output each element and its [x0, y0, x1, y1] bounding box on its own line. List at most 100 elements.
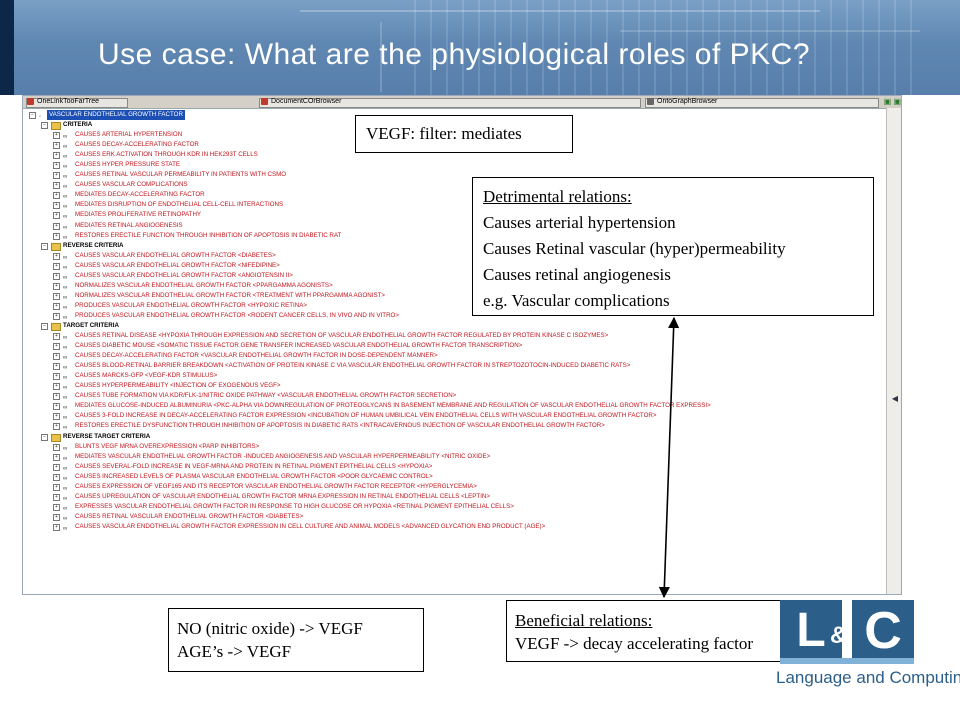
- expand-toggle[interactable]: +: [53, 343, 60, 351]
- tree-item[interactable]: +∞CAUSES VASCULAR COMPLICATIONS: [27, 180, 887, 190]
- expand-toggle[interactable]: +: [53, 393, 60, 401]
- tree-item[interactable]: +∞MEDIATES PROLIFERATIVE RETINOPATHY: [27, 210, 887, 220]
- expand-toggle[interactable]: +: [53, 142, 60, 150]
- tree-section-node[interactable]: −TARGET CRITERIA: [27, 321, 887, 331]
- expand-toggle[interactable]: +: [53, 292, 60, 300]
- tree-section-node[interactable]: −REVERSE CRITERIA: [27, 241, 887, 251]
- tree-item[interactable]: +∞CAUSES VASCULAR ENDOTHELIAL GROWTH FAC…: [27, 261, 887, 271]
- no-age-line: NO (nitric oxide) -> VEGF: [177, 619, 363, 638]
- tree-item-label: CAUSES VASCULAR ENDOTHELIAL GROWTH FACTO…: [75, 261, 280, 269]
- expand-toggle[interactable]: +: [53, 523, 60, 531]
- expand-toggle[interactable]: +: [53, 262, 60, 270]
- expand-toggle[interactable]: +: [53, 162, 60, 170]
- tree-item[interactable]: +∞MEDIATES GLUCOSE-INDUCED ALBUMINURIA <…: [27, 401, 887, 411]
- tree-item[interactable]: +∞CAUSES SEVERAL-FOLD INCREASE IN VEGF-M…: [27, 462, 887, 472]
- expand-toggle[interactable]: +: [53, 212, 60, 220]
- tree-item[interactable]: +∞CAUSES RETINAL VASCULAR PERMEABILITY I…: [27, 170, 887, 180]
- detrimental-line: e.g. Vascular complications: [483, 291, 670, 310]
- collapse-toggle[interactable]: −: [41, 122, 48, 130]
- tree-item[interactable]: +∞CAUSES VASCULAR ENDOTHELIAL GROWTH FAC…: [27, 251, 887, 261]
- tree-item[interactable]: +∞MEDIATES DISRUPTION OF ENDOTHELIAL CEL…: [27, 200, 887, 210]
- expand-toggle[interactable]: +: [53, 443, 60, 451]
- banner-left-bar: [0, 0, 14, 95]
- tree-item[interactable]: +∞MEDIATES VASCULAR ENDOTHELIAL GROWTH F…: [27, 452, 887, 462]
- tab-frame: [259, 98, 641, 108]
- tree-item[interactable]: +∞CAUSES MARCKS-GFP <VEGF-KDR STIMULUS>: [27, 371, 887, 381]
- expand-toggle[interactable]: +: [53, 403, 60, 411]
- expand-toggle[interactable]: +: [53, 202, 60, 210]
- collapse-toggle[interactable]: −: [29, 112, 36, 119]
- tree-item[interactable]: +∞CAUSES 3-FOLD INCREASE IN DECAY-ACCELE…: [27, 411, 887, 421]
- tree-item[interactable]: +∞CAUSES INCREASED LEVELS OF PLASMA VASC…: [27, 472, 887, 482]
- tree-item-label: PRODUCES VASCULAR ENDOTHELIAL GROWTH FAC…: [75, 311, 399, 319]
- tab-onelinktoofartree[interactable]: OneLinkTooFarTree: [27, 97, 99, 107]
- expand-toggle[interactable]: +: [53, 353, 60, 361]
- tree-item[interactable]: +∞EXPRESSES VASCULAR ENDOTHELIAL GROWTH …: [27, 502, 887, 512]
- expand-toggle[interactable]: +: [53, 423, 60, 431]
- tree-item[interactable]: +∞PRODUCES VASCULAR ENDOTHELIAL GROWTH F…: [27, 301, 887, 311]
- tree-item[interactable]: +∞CAUSES HYPER PRESSURE STATE: [27, 160, 887, 170]
- expand-toggle[interactable]: +: [53, 232, 60, 240]
- expand-toggle[interactable]: +: [53, 152, 60, 160]
- tab-ontographbrowser[interactable]: OntoGraphBrowser: [647, 97, 717, 107]
- tree-item[interactable]: +∞CAUSES VASCULAR ENDOTHELIAL GROWTH FAC…: [27, 522, 887, 532]
- expand-toggle[interactable]: +: [53, 192, 60, 200]
- window-controls[interactable]: ▣ ▣: [883, 97, 901, 106]
- tree-item[interactable]: +∞BLUNTS VEGF MRNA OVEREXPRESSION <PARP …: [27, 442, 887, 452]
- tree-item[interactable]: +∞CAUSES TUBE FORMATION VIA KDR/FLK-1/NI…: [27, 391, 887, 401]
- tree-item[interactable]: +∞CAUSES RETINAL DISEASE <HYPOXIA THROUG…: [27, 331, 887, 341]
- expand-toggle[interactable]: +: [53, 373, 60, 381]
- tree-item[interactable]: +∞CAUSES DECAY-ACCELERATING FACTOR: [27, 140, 887, 150]
- scroll-arrow-icon[interactable]: ◀: [891, 394, 898, 403]
- tree-item[interactable]: +∞CAUSES ERK ACTIVATION THROUGH KDR IN H…: [27, 150, 887, 160]
- tree-item[interactable]: +∞CAUSES DIABETIC MOUSE <SOMATIC TISSUE …: [27, 341, 887, 351]
- expand-toggle[interactable]: +: [53, 302, 60, 310]
- expand-toggle[interactable]: +: [53, 483, 60, 491]
- tree-item[interactable]: +∞RESTORES ERECTILE FUNCTION THROUGH INH…: [27, 231, 887, 241]
- tree-item[interactable]: +∞CAUSES DECAY-ACCELERATING FACTOR <VASC…: [27, 351, 887, 361]
- relation-link-icon: ∞: [63, 465, 68, 472]
- expand-toggle[interactable]: +: [53, 473, 60, 481]
- tree-item[interactable]: +∞RESTORES ERECTILE DYSFUNCTION THROUGH …: [27, 421, 887, 431]
- expand-toggle[interactable]: +: [53, 333, 60, 341]
- tree-item[interactable]: +∞NORMALIZES VASCULAR ENDOTHELIAL GROWTH…: [27, 291, 887, 301]
- expand-toggle[interactable]: +: [53, 363, 60, 371]
- tree-item-label: CAUSES HYPERPERMEABILITY <INJECTION OF E…: [75, 382, 281, 390]
- expand-toggle[interactable]: +: [53, 493, 60, 501]
- collapse-toggle[interactable]: −: [41, 433, 48, 441]
- expand-toggle[interactable]: +: [53, 453, 60, 461]
- tree-root-node[interactable]: −◦VASCULAR ENDOTHELIAL GROWTH FACTOR: [27, 110, 887, 120]
- tree-item[interactable]: +∞NORMALIZES VASCULAR ENDOTHELIAL GROWTH…: [27, 281, 887, 291]
- relation-link-icon: ∞: [63, 525, 68, 532]
- relation-link-icon: ∞: [63, 375, 68, 382]
- expand-toggle[interactable]: +: [53, 272, 60, 280]
- expand-toggle[interactable]: +: [53, 252, 60, 260]
- tree-item[interactable]: +∞MEDIATES DECAY-ACCELERATING FACTOR: [27, 190, 887, 200]
- tree-item[interactable]: +∞CAUSES ARTERIAL HYPERTENSION: [27, 130, 887, 140]
- tree-item[interactable]: +∞CAUSES BLOOD-RETINAL BARRIER BREAKDOWN…: [27, 361, 887, 371]
- tree-item[interactable]: +∞CAUSES VASCULAR ENDOTHELIAL GROWTH FAC…: [27, 271, 887, 281]
- expand-toggle[interactable]: +: [53, 172, 60, 180]
- collapse-toggle[interactable]: −: [41, 242, 48, 250]
- expand-toggle[interactable]: +: [53, 383, 60, 391]
- tree-section-node[interactable]: −REVERSE TARGET CRITERIA: [27, 432, 887, 442]
- tree-section-node[interactable]: −CRITERIA: [27, 120, 887, 131]
- expand-toggle[interactable]: +: [53, 312, 60, 320]
- expand-toggle[interactable]: +: [53, 222, 60, 230]
- expand-toggle[interactable]: +: [53, 513, 60, 521]
- expand-toggle[interactable]: +: [53, 132, 60, 140]
- tree-item[interactable]: +∞MEDIATES RETINAL ANGIOGENESIS: [27, 221, 887, 231]
- tree-item[interactable]: +∞PRODUCES VASCULAR ENDOTHELIAL GROWTH F…: [27, 311, 887, 321]
- expand-toggle[interactable]: +: [53, 463, 60, 471]
- expand-toggle[interactable]: +: [53, 182, 60, 190]
- tree-item[interactable]: +∞CAUSES EXPRESSION OF VEGF165 AND ITS R…: [27, 482, 887, 492]
- tree-item[interactable]: +∞CAUSES HYPERPERMEABILITY <INJECTION OF…: [27, 381, 887, 391]
- tree-item[interactable]: +∞CAUSES RETINAL VASCULAR ENDOTHELIAL GR…: [27, 512, 887, 522]
- tree-item[interactable]: +∞CAUSES UPREGULATION OF VASCULAR ENDOTH…: [27, 492, 887, 502]
- tab-documentcorbrowser[interactable]: DocumentCOrBrowser: [261, 97, 341, 107]
- expand-toggle[interactable]: +: [53, 503, 60, 511]
- expand-toggle[interactable]: +: [53, 413, 60, 421]
- collapse-toggle[interactable]: −: [41, 322, 48, 330]
- vertical-scrollbar[interactable]: ◀: [886, 108, 901, 594]
- expand-toggle[interactable]: +: [53, 282, 60, 290]
